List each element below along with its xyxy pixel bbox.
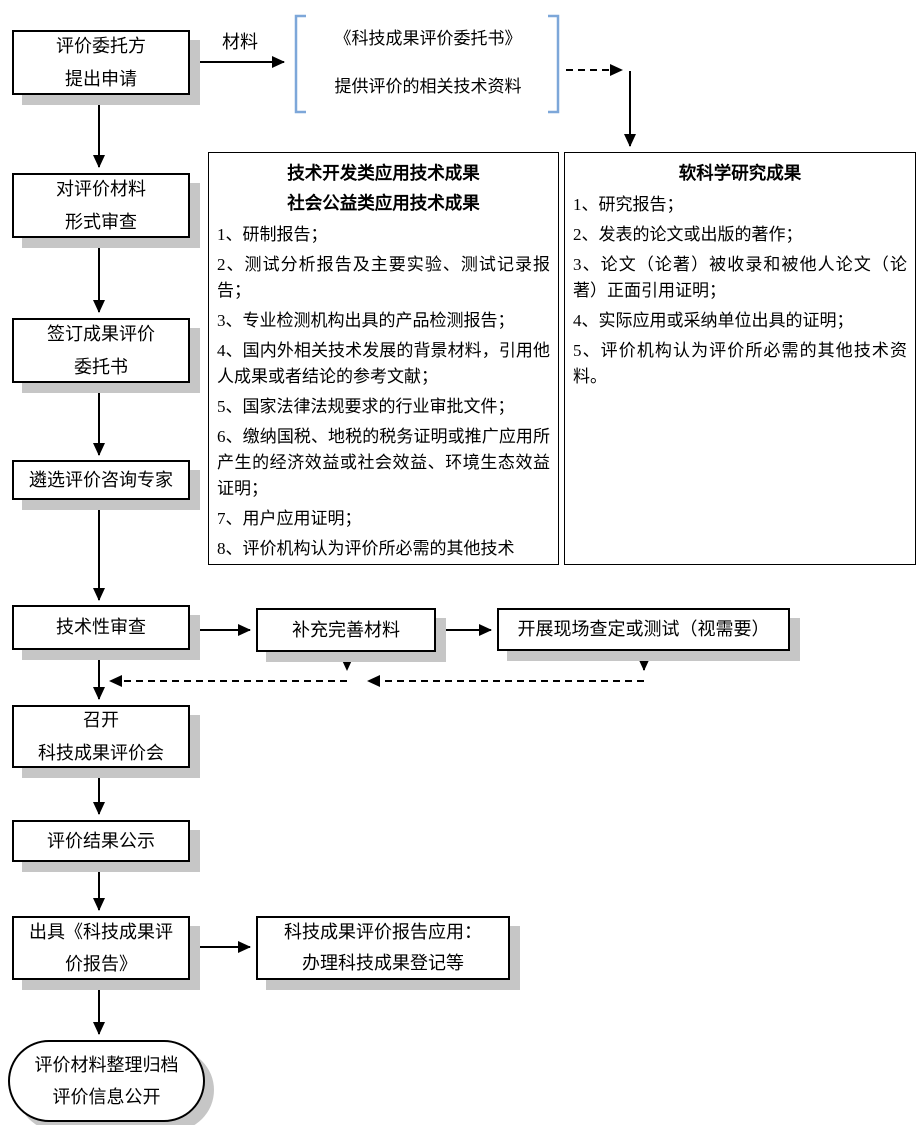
list-item: 1、研制报告； <box>217 225 328 245</box>
node-select-experts: 遴选评价咨询专家 <box>12 460 190 500</box>
list-item: 8、评价机构认为评价所必需的其他技术 <box>217 539 515 559</box>
node-form-review: 对评价材料 形式审查 <box>12 173 190 238</box>
node-apply: 评价委托方 提出申请 <box>12 30 190 95</box>
list-item: 5、评价机构认为评价所必需的其他技术资料。 <box>573 341 907 387</box>
soft-science-title: 软科学研究成果 <box>678 163 802 183</box>
list-item: 6、缴纳国税、地税的税务证明或推广应用所产生的经济效益或社会效益、环境生态效益证… <box>217 427 550 499</box>
right-bracket <box>548 14 560 114</box>
applied-tech-title: 技术开发类应用技术成果 社会公益类应用技术成果 <box>287 163 480 214</box>
material-label: 材料 <box>222 32 258 52</box>
node-sign-entrust: 签订成果评价 委托书 <box>12 318 190 383</box>
node-result-publicity: 评价结果公示 <box>12 820 190 862</box>
list-item: 2、发表的论文或出版的著作； <box>573 225 803 245</box>
bracket-material-list: 《科技成果评价委托书》 提供评价的相关技术资料 <box>300 24 556 97</box>
list-item: 3、专业检测机构出具的产品检测报告； <box>217 311 515 331</box>
node-archive: 评价材料整理归档 评价信息公开 <box>8 1040 205 1122</box>
node-supplement-materials: 补充完善材料 <box>256 608 436 652</box>
node-tech-review: 技术性审查 <box>12 605 190 650</box>
box-applied-tech-achievements: 技术开发类应用技术成果 社会公益类应用技术成果 1、研制报告； 2、测试分析报告… <box>208 152 559 565</box>
bracket-line-tech-materials: 提供评价的相关技术资料 <box>334 77 522 96</box>
node-site-test: 开展现场查定或测试（视需要） <box>497 608 790 651</box>
node-report-application: 科技成果评价报告应用： 办理科技成果登记等 <box>256 916 510 980</box>
list-item: 2、测试分析报告及主要实验、测试记录报告； <box>217 255 550 301</box>
list-item: 7、用户应用证明； <box>217 509 362 529</box>
list-item: 3、论文（论著）被收录和被他人论文（论著）正面引用证明； <box>573 255 907 301</box>
bracket-line-entrust-book: 《科技成果评价委托书》 <box>334 29 522 48</box>
list-item: 4、实际应用或采纳单位出具的证明； <box>573 311 854 331</box>
list-item: 4、国内外相关技术发展的背景材料，引用他人成果或者结论的参考文献； <box>217 341 550 387</box>
box-soft-science-achievements: 软科学研究成果 1、研究报告； 2、发表的论文或出版的著作； 3、论文（论著）被… <box>564 152 916 565</box>
list-item: 5、国家法律法规要求的行业审批文件； <box>217 397 515 417</box>
node-issue-report: 出具《科技成果评 价报告》 <box>12 916 190 980</box>
node-evaluation-meeting: 召开 科技成果评价会 <box>12 705 190 768</box>
left-bracket <box>294 14 306 114</box>
list-item: 1、研究报告； <box>573 195 684 215</box>
